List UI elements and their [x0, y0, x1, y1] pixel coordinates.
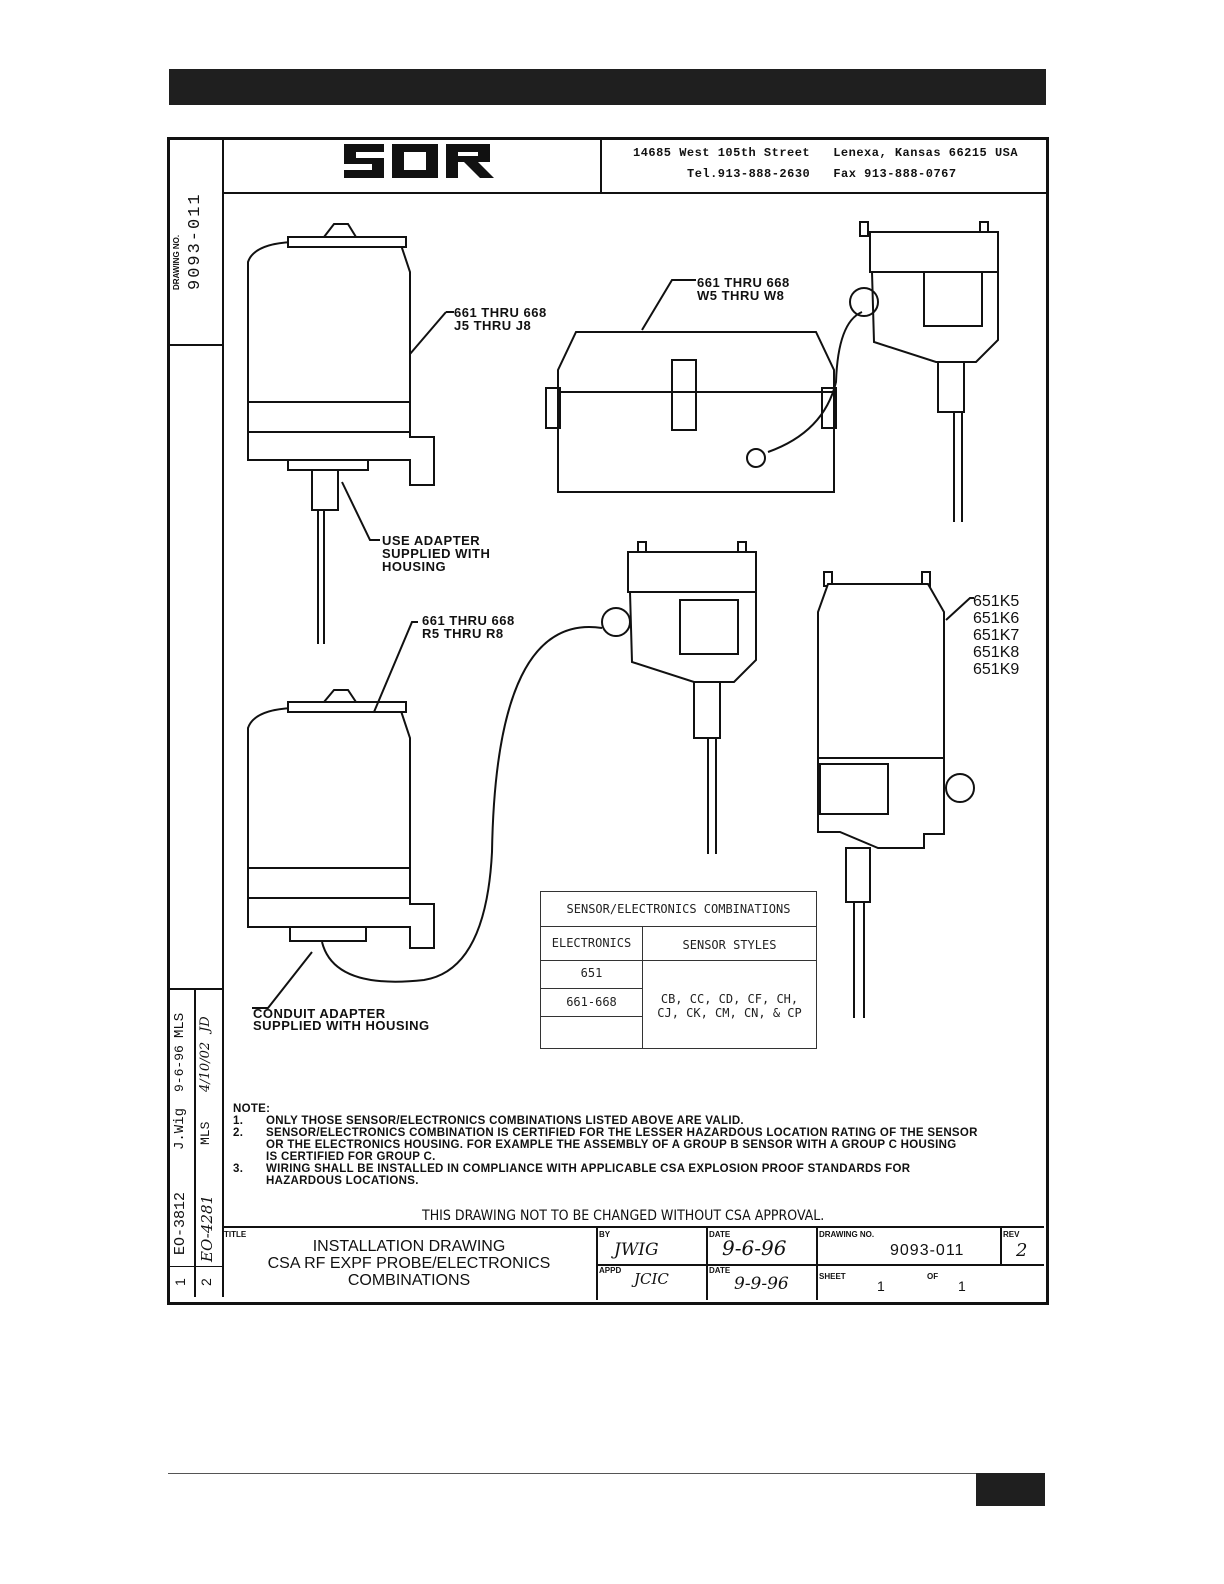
- installation-illustration: [247, 221, 999, 1018]
- title-label: TITLE: [224, 1230, 247, 1239]
- page-number-box: [976, 1473, 1045, 1506]
- callout-k-item: 651K8: [973, 644, 1020, 661]
- title-line: INSTALLATION DRAWING: [312, 1238, 506, 1255]
- callout-r-line1: 661 THRU 668: [422, 613, 515, 628]
- table-title: SENSOR/ELECTRONICS COMBINATIONS: [566, 902, 791, 916]
- table-row-651: 651: [580, 966, 603, 980]
- date-label: DATE: [709, 1230, 731, 1239]
- callout-conduit-line1: CONDUIT ADAPTER: [253, 1006, 386, 1021]
- of-label: OF: [927, 1272, 939, 1281]
- note-text: SENSOR/ELECTRONICS COMBINATION IS CERTIF…: [266, 1127, 978, 1139]
- table-header-electronics: ELECTRONICS: [551, 936, 632, 950]
- callout-adapter-line3: HOUSING: [382, 559, 447, 574]
- sheet-label: SHEET: [819, 1272, 846, 1281]
- rev2-number: 2: [198, 1278, 214, 1286]
- note-number: 3.: [233, 1163, 244, 1175]
- drawing-no-value: 9093-011: [890, 1242, 965, 1259]
- notes-section: NOTE: 1. ONLY THOSE SENSOR/ELECTRONICS C…: [233, 1103, 977, 1187]
- rev1-by: J.Wig: [172, 1107, 188, 1150]
- side-drawing-no: 9093-011: [186, 192, 205, 290]
- callout-r-line2: R5 THRU R8: [422, 626, 504, 641]
- w-housing-icon: [849, 221, 999, 522]
- callout-j-line1: 661 THRU 668: [454, 305, 547, 320]
- rev1-number: 1: [172, 1278, 188, 1286]
- top-header-bar: [169, 69, 1046, 105]
- callout-k-item: 651K5: [973, 593, 1020, 610]
- callout-k-item: 651K6: [973, 610, 1020, 627]
- rev2-by: MLS: [198, 1121, 213, 1145]
- table-sensor-styles-line1: CB, CC, CD, CF, CH,: [660, 992, 799, 1006]
- appd-value: JCIC: [634, 1270, 669, 1288]
- callout-w-line1: 661 THRU 668: [697, 275, 790, 290]
- callout-k-item: 651K9: [973, 661, 1020, 678]
- callout-j-line2: J5 THRU J8: [454, 318, 532, 333]
- by-value: JWIG: [614, 1240, 659, 1260]
- drawing-no-label: DRAWING NO.: [819, 1230, 875, 1239]
- rev-value: 2: [1016, 1240, 1028, 1261]
- note-number: 2.: [233, 1127, 244, 1139]
- callout-adapter-line1: USE ADAPTER: [382, 533, 481, 548]
- csa-warning: THIS DRAWING NOT TO BE CHANGED WITHOUT C…: [422, 1208, 825, 1224]
- side-drawing-no-label: DRAWING NO.: [172, 234, 181, 290]
- combinations-table: SENSOR/ELECTRONICS COMBINATIONS ELECTRON…: [540, 891, 817, 1049]
- appd-label: APPD: [599, 1266, 622, 1275]
- r-electronics-housing-icon: [601, 541, 757, 854]
- callout-conduit-line2: SUPPLIED WITH HOUSING: [253, 1018, 430, 1033]
- note-text: ONLY THOSE SENSOR/ELECTRONICS COMBINATIO…: [266, 1115, 744, 1127]
- note-text: IS CERTIFIED FOR GROUP C.: [266, 1151, 436, 1163]
- drawing-frame: [167, 137, 1049, 1305]
- rev-label: REV: [1003, 1230, 1020, 1239]
- notes-label: NOTE:: [233, 1103, 271, 1115]
- company-contact: Tel.913-888-2630 Fax 913-888-0767: [687, 167, 957, 181]
- title-block: TITLE INSTALLATION DRAWING CSA RF EXPF P…: [222, 1226, 1044, 1300]
- note-text: WIRING SHALL BE INSTALLED IN COMPLIANCE …: [266, 1163, 911, 1175]
- date2-value: 9-9-96: [734, 1274, 789, 1294]
- company-address: 14685 West 105th Street Lenexa, Kansas 6…: [633, 146, 1019, 160]
- sor-logo-icon: [344, 144, 494, 178]
- title-line: COMBINATIONS: [347, 1272, 471, 1289]
- rev2-date: 4/10/02: [198, 1041, 213, 1092]
- date-value: 9-6-96: [722, 1236, 787, 1260]
- company-logo: [340, 138, 500, 184]
- rev2-eco: EO-4281: [198, 1194, 216, 1262]
- date2-label: DATE: [709, 1266, 731, 1275]
- callout-w-line2: W5 THRU W8: [697, 288, 785, 303]
- table-sensor-styles-line2: CJ, CK, CM, CN, & CP: [657, 1006, 802, 1020]
- note-text: OR THE ELECTRONICS HOUSING. FOR EXAMPLE …: [266, 1139, 957, 1151]
- j-housing-icon: [247, 223, 435, 644]
- footer-rule: [168, 1473, 1044, 1474]
- note-number: 1.: [233, 1115, 244, 1127]
- sheet-value: 1: [877, 1278, 885, 1294]
- w-enclosure-icon: [545, 331, 837, 493]
- of-value: 1: [958, 1278, 966, 1294]
- callout-adapter-line2: SUPPLIED WITH: [382, 546, 491, 561]
- callout-k-item: 651K7: [973, 627, 1020, 644]
- r-housing-icon: [247, 689, 435, 949]
- rev1-eco: EO-3812: [172, 1191, 189, 1255]
- rev2-appd: JD: [198, 1016, 213, 1032]
- table-header-sensor-styles: SENSOR STYLES: [682, 938, 777, 952]
- table-row-661-668: 661-668: [566, 995, 617, 1009]
- callout-k-list: 651K5 651K6 651K7 651K8 651K9: [973, 593, 1019, 678]
- note-text: HAZARDOUS LOCATIONS.: [266, 1175, 419, 1187]
- title-line: CSA RF EXPF PROBE/ELECTRONICS: [267, 1255, 551, 1272]
- k-housing-icon: [817, 571, 975, 1018]
- rev1-appd: MLS: [172, 1012, 188, 1038]
- rev1-date: 9-6-96: [172, 1045, 187, 1092]
- by-label: BY: [599, 1230, 611, 1239]
